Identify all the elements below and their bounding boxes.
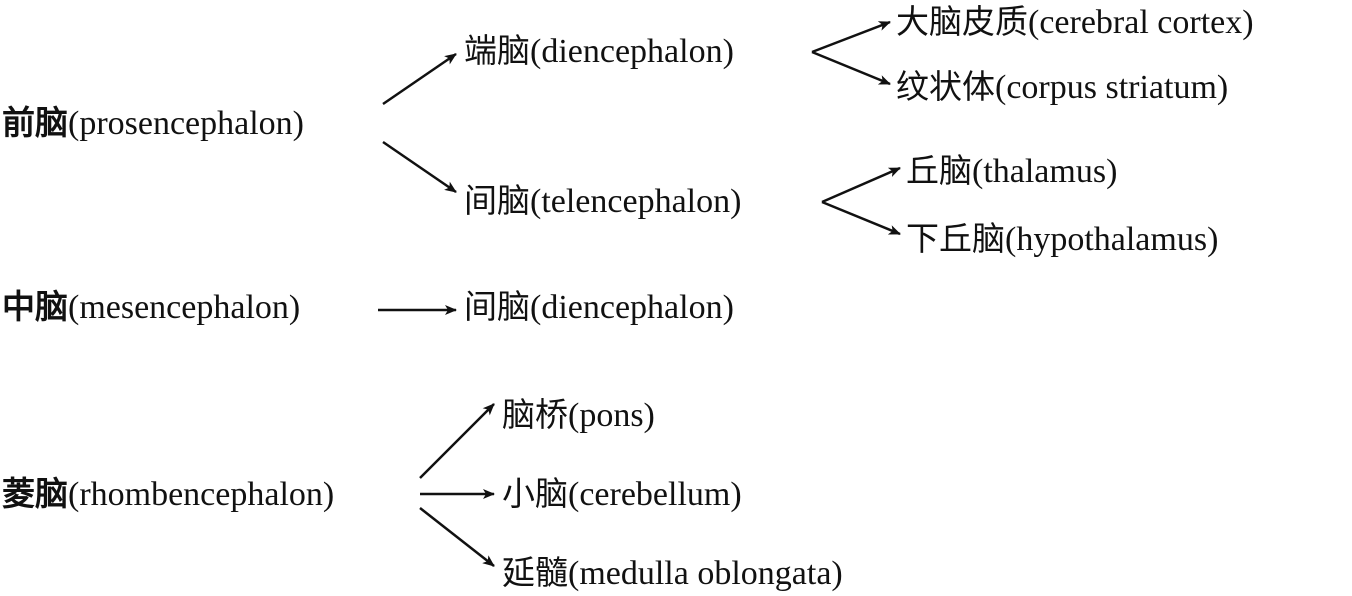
arrow-lower-to-child-2 (821, 200, 901, 236)
midbrain-node: 中脑(mesencephalon) (2, 290, 300, 325)
hindbrain-child-3-en-label: (medulla oblongata) (568, 555, 843, 592)
arrow-hindbrain-to-child-1 (419, 403, 495, 479)
upper-child-1-en-label: (cerebral cortex) (1028, 4, 1254, 41)
lower-branch-cn-label: 间脑 (464, 181, 530, 220)
hindbrain-en-label: (rhombencephalon) (68, 476, 335, 513)
midbrain-child-node: 间脑(diencephalon) (464, 290, 734, 325)
upper-branch-cn-label: 端脑 (464, 31, 530, 70)
hindbrain-child-2-en-label: (cerebellum) (568, 476, 742, 513)
arrow-lower-to-child-1 (821, 166, 901, 204)
arrow-upper-to-child-1 (811, 20, 891, 54)
hindbrain-child-1-en-label: (pons) (568, 397, 655, 434)
lower-child-2-en-label: (hypothalamus) (1005, 221, 1219, 258)
forebrain-node: 前脑(prosencephalon) (2, 106, 304, 141)
arrow-forebrain-to-upper (382, 52, 457, 106)
hindbrain-child-2-node: 小脑(cerebellum) (502, 477, 742, 512)
hindbrain-child-2-cn-label: 小脑 (502, 474, 568, 513)
upper-child-2-node: 纹状体(corpus striatum) (896, 70, 1228, 105)
midbrain-child-en-label: (diencephalon) (530, 289, 734, 326)
forebrain-cn-label: 前脑 (2, 103, 68, 142)
midbrain-cn-label: 中脑 (2, 287, 68, 326)
midbrain-en-label: (mesencephalon) (68, 289, 301, 326)
hindbrain-child-3-node: 延髓(medulla oblongata) (502, 556, 843, 591)
lower-child-2-node: 下丘脑(hypothalamus) (906, 222, 1218, 257)
lower-child-2-cn-label: 下丘脑 (906, 219, 1005, 258)
hindbrain-cn-label: 菱脑 (2, 474, 68, 513)
arrow-hindbrain-to-child-3 (419, 507, 495, 567)
hindbrain-child-1-node: 脑桥(pons) (502, 398, 655, 433)
hindbrain-child-3-cn-label: 延髓 (502, 553, 568, 592)
upper-child-1-node: 大脑皮质(cerebral cortex) (896, 5, 1254, 40)
hindbrain-node: 菱脑(rhombencephalon) (2, 477, 334, 512)
forebrain-upper-branch-node: 端脑(diencephalon) (464, 34, 734, 69)
lower-child-1-cn-label: 丘脑 (906, 151, 972, 190)
hindbrain-child-1-cn-label: 脑桥 (502, 395, 568, 434)
lower-branch-en-label: (telencephalon) (530, 183, 742, 220)
arrow-upper-to-child-2 (811, 50, 891, 86)
lower-child-1-node: 丘脑(thalamus) (906, 154, 1117, 189)
lower-child-1-en-label: (thalamus) (972, 153, 1118, 190)
forebrain-lower-branch-node: 间脑(telencephalon) (464, 184, 741, 219)
upper-child-2-cn-label: 纹状体 (896, 67, 995, 106)
arrow-forebrain-to-lower (382, 140, 457, 194)
forebrain-en-label: (prosencephalon) (68, 105, 305, 142)
upper-child-1-cn-label: 大脑皮质 (896, 2, 1028, 41)
midbrain-child-cn-label: 间脑 (464, 287, 530, 326)
upper-branch-en-label: (diencephalon) (530, 33, 734, 70)
upper-child-2-en-label: (corpus striatum) (995, 69, 1229, 106)
